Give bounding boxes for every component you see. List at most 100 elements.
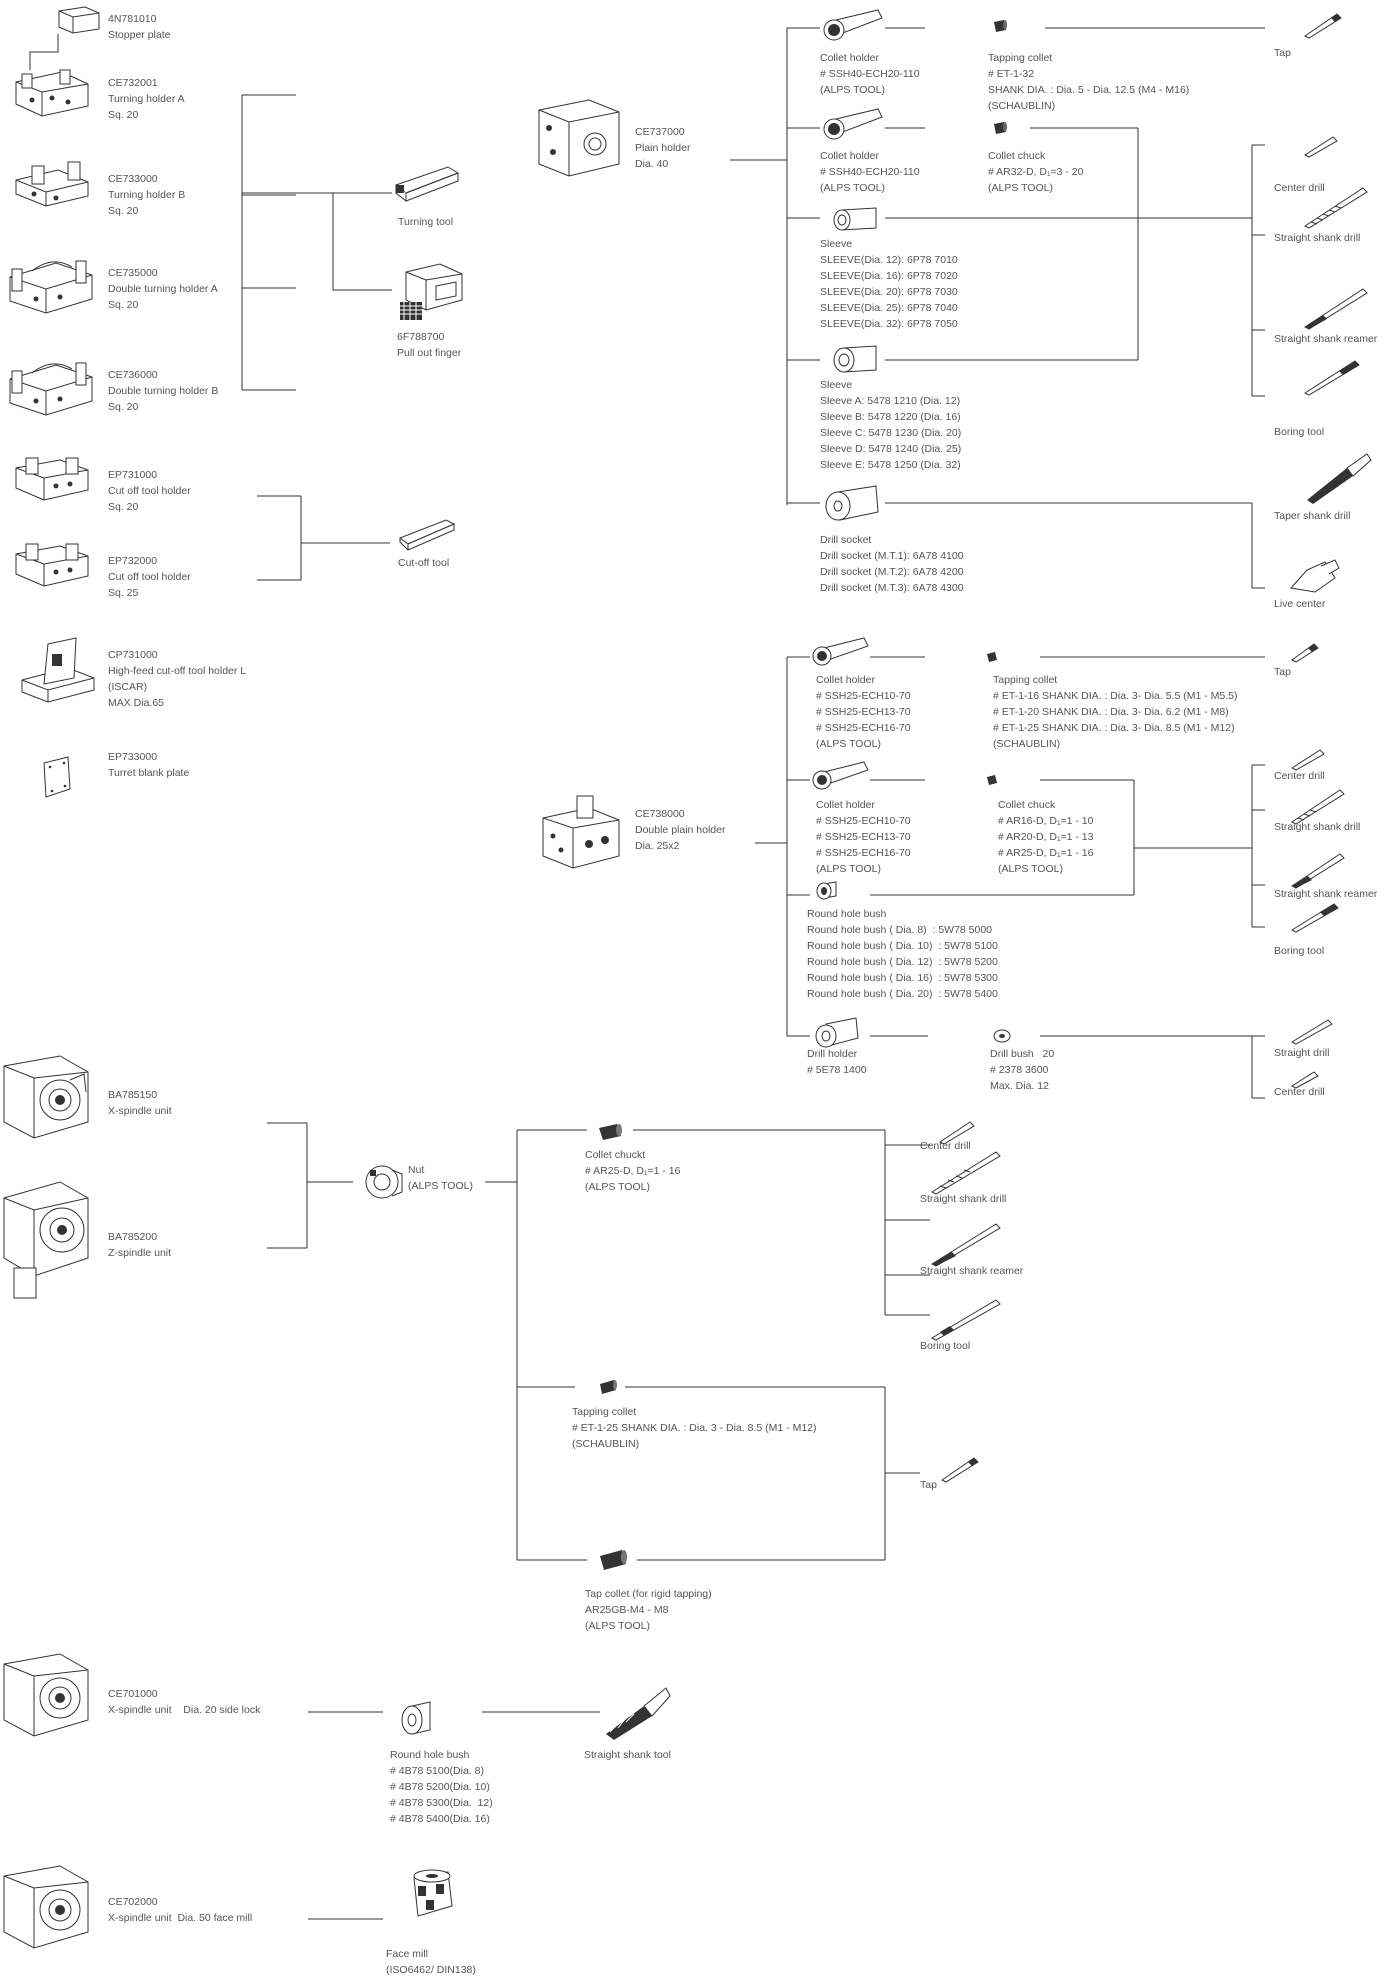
label-line: Z-spindle unit [108, 1247, 172, 1259]
label-line: Straight shank drill [1274, 821, 1361, 833]
straight-shank-reamer-label: Straight shank reamer [1274, 331, 1377, 347]
label-line: # SSH25-ECH13-70 [816, 831, 911, 843]
label-line: (ALPS TOOL) [816, 738, 881, 750]
label-line: CE738000 [635, 808, 685, 820]
label-line: Round hole bush ( Dia. 20) : 5W78 5400 [807, 988, 998, 1000]
straight-shank-tool-label: Straight shank tool [584, 1747, 671, 1763]
label-line: # SSH40-ECH20-110 [820, 166, 920, 178]
straight-drill-label: Straight drill [1274, 1045, 1329, 1061]
turning-tool-label: Turning tool [398, 214, 453, 230]
label-line: # SSH25-ECH10-70 [816, 815, 911, 827]
turning-tool-icon [394, 166, 460, 203]
label-line: EP733000 [108, 751, 158, 763]
tapping-collet-label: Tapping collet# ET-1-16 SHANK DIA. : Dia… [993, 672, 1238, 752]
label-line: Stopper plate [108, 29, 171, 41]
collet-chuck-icon [994, 122, 1007, 134]
turning-holder-b-icon [15, 161, 89, 207]
tap-collet-label: Tap collet (for rigid tapping)AR25GB-M4 … [585, 1586, 712, 1634]
label-line: # 4B78 5300(Dia. 12) [390, 1797, 493, 1809]
label-line: X-spindle unit Dia. 20 side lock [108, 1704, 261, 1716]
cut-off-tool-label: Cut-off tool [398, 555, 449, 571]
center-drill-icon [1290, 749, 1325, 771]
boring-tool-icon [1303, 360, 1360, 396]
label-line: Straight shank reamer [920, 1265, 1024, 1277]
label-line: Collet holder [820, 52, 879, 64]
label-line: (ALPS TOOL) [988, 182, 1053, 194]
label-line: # 4B78 5400(Dia. 16) [390, 1813, 490, 1825]
center-drill-label: Center drill [1274, 768, 1325, 784]
double-plain-holder-ce738000-icon [542, 795, 620, 869]
label-line: Double turning holder B [108, 385, 219, 397]
x-spindle-unit-ce702000-icon [3, 1865, 89, 1949]
tap-label: Tap [920, 1477, 937, 1493]
label-line: # SSH25-ECH16-70 [816, 722, 911, 734]
label-line: Sleeve A: 5478 1210 (Dia. 12) [820, 395, 961, 407]
collet-holder-icon [823, 9, 883, 41]
label-line: Dia. 25x2 [635, 840, 680, 852]
label-line: Sleeve C: 5478 1230 (Dia. 20) [820, 427, 962, 439]
label-line: Round hole bush ( Dia. 12) : 5W78 5200 [807, 956, 998, 968]
label-line: Straight shank drill [920, 1193, 1007, 1205]
label-line: # ET-1-25 SHANK DIA. : Dia. 3- Dia. 8.5 … [993, 722, 1235, 734]
label-line: (ALPS TOOL) [585, 1181, 650, 1193]
label-line: # AR25-D, D₁=1 - 16 [585, 1165, 681, 1177]
cut-off-tool-icon [398, 519, 456, 551]
label-line: # AR20-D, D₁=1 - 13 [998, 831, 1094, 843]
boring-tool-label: Boring tool [920, 1338, 970, 1354]
label-line: Straight shank reamer [1274, 888, 1378, 900]
label-line: (ALPS TOOL) [408, 1180, 473, 1192]
collet-holder-label: Collet holder# SSH25-ECH10-70# SSH25-ECH… [816, 797, 911, 877]
straight-shank-drill-label: Straight shank drill [920, 1191, 1006, 1207]
boring-tool-icon [1290, 903, 1339, 933]
label-line: Collet chuckt [585, 1149, 646, 1161]
label-line: Collet chuck [988, 150, 1046, 162]
collet-chuck-label: Collet chuck# AR32-D, D₁=3 - 20(ALPS TOO… [988, 148, 1083, 196]
tap-collet-icon [600, 1550, 627, 1570]
label-line: Tapping collet [572, 1406, 637, 1418]
label-line: Sleeve [820, 238, 853, 250]
center-drill-icon [1290, 1071, 1319, 1089]
collet-holder-icon [823, 108, 883, 140]
drill-socket-icon [825, 485, 879, 521]
label-line: EP731000 [108, 469, 158, 481]
boring-tool-icon [930, 1299, 1001, 1341]
round-hole-bush-icon [816, 881, 837, 900]
label-line: Cut-off tool [398, 557, 450, 569]
label-line: Round hole bush ( Dia. 8) : 5W78 5000 [807, 924, 993, 936]
label-line: Double turning holder A [108, 283, 218, 295]
sleeve-icon [833, 345, 877, 373]
label-line: Drill socket [820, 534, 872, 546]
label-line: Collet chuck [998, 799, 1056, 811]
label-line: X-spindle unit Dia. 50 face mill [108, 1912, 253, 1924]
label-line: (SCHAUBLIN) [572, 1438, 640, 1450]
label-line: Double plain holder [635, 824, 726, 836]
label-line: Pull out finger [397, 347, 462, 359]
label-line: # AR16-D, D₁=1 - 10 [998, 815, 1094, 827]
label-line: Center drill [920, 1140, 971, 1152]
face-mill-icon [413, 1869, 453, 1917]
label-line: Dia. 40 [635, 158, 669, 170]
label-line: Tap [1274, 47, 1291, 59]
label-line: # AR25-D, D₁=1 - 16 [998, 847, 1094, 859]
live-center-icon [1290, 559, 1340, 593]
label-line: Boring tool [1274, 945, 1325, 957]
collet-holder-icon [812, 761, 869, 790]
label-line: Tapping collet [988, 52, 1053, 64]
tapping-collet-icon [600, 1380, 617, 1394]
straight-shank-reamer-icon [1303, 288, 1368, 330]
double-turning-holder-a-icon [9, 260, 93, 314]
label-line: Drill holder [807, 1048, 858, 1060]
label-line: Turning tool [398, 216, 454, 228]
collet-chuck-icon [987, 775, 997, 785]
label-line: SLEEVE(Dia. 25): 6P78 7040 [820, 302, 958, 314]
straight-shank-drill-icon [1291, 789, 1345, 825]
collet-holder-label: Collet holder# SSH25-ECH10-70# SSH25-ECH… [816, 672, 911, 752]
label-line: Plain holder [635, 142, 691, 154]
label-line: Face mill [386, 1948, 429, 1960]
